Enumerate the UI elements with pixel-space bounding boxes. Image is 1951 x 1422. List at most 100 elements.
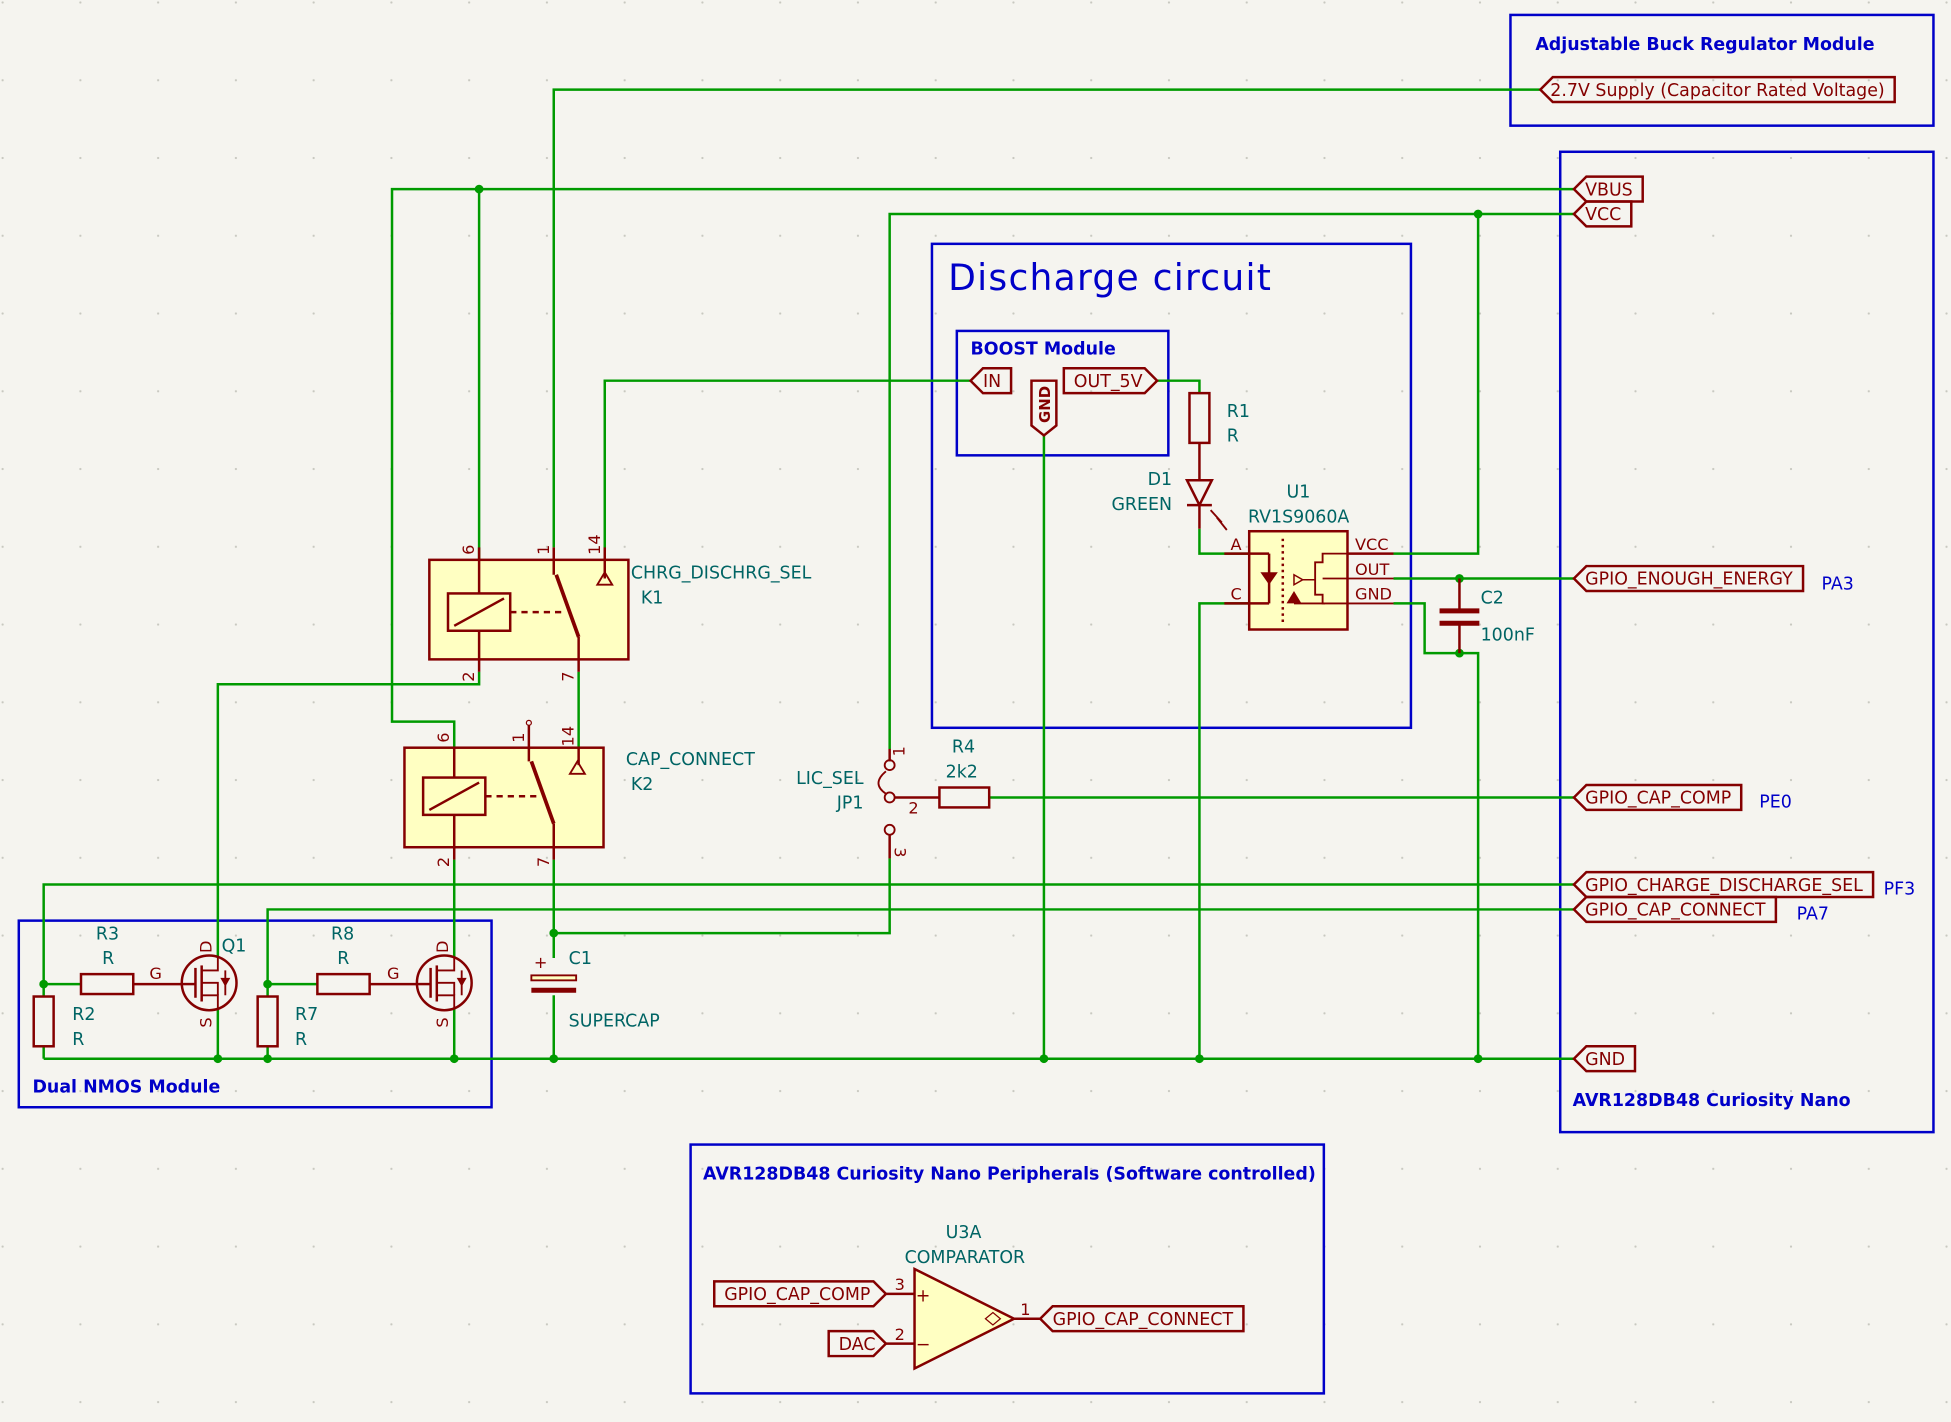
peripherals-title: AVR128DB48 Curiosity Nano Peripherals (S…: [703, 1164, 1316, 1184]
svg-text:D1: D1: [1148, 470, 1172, 490]
svg-text:COMPARATOR: COMPARATOR: [905, 1248, 1026, 1268]
led-d1[interactable]: D1 GREEN: [1111, 470, 1228, 531]
comp-label-gpio-cap-connect[interactable]: GPIO_CAP_CONNECT: [1038, 1305, 1245, 1333]
svg-text:GPIO_CAP_CONNECT: GPIO_CAP_CONNECT: [1053, 1310, 1234, 1330]
svg-text:C2: C2: [1481, 588, 1504, 608]
svg-text:A: A: [1231, 535, 1242, 554]
svg-text:3: 3: [895, 1275, 905, 1294]
svg-text:LIC_SEL: LIC_SEL: [796, 769, 864, 789]
global-label-outline: [1572, 895, 1778, 924]
svg-text:GREEN: GREEN: [1111, 495, 1172, 515]
discharge-circuit-box[interactable]: Discharge circuit: [930, 242, 1413, 730]
svg-text:14: 14: [585, 534, 604, 555]
label-vcc[interactable]: VCC: [1572, 200, 1633, 228]
svg-text:14: 14: [559, 726, 578, 747]
comp-label-dac[interactable]: DAC: [827, 1329, 888, 1358]
label-gpio-cap-comp[interactable]: GPIO_CAP_COMP: [1572, 783, 1743, 812]
label-gnd[interactable]: GND: [1572, 1045, 1637, 1073]
label-gpio-cap-connect[interactable]: GPIO_CAP_CONNECT: [1572, 895, 1778, 924]
supercap-c1[interactable]: + C1 SUPERCAP: [530, 949, 660, 1031]
label-2v7-supply[interactable]: 2.7V Supply (Capacitor Rated Voltage): [1538, 75, 1896, 104]
boost-title: BOOST Module: [971, 340, 1116, 360]
svg-text:OUT_5V: OUT_5V: [1074, 372, 1143, 392]
comp-label-gpio-cap-comp[interactable]: GPIO_CAP_COMP: [712, 1280, 888, 1308]
wires: [39, 88, 1574, 1064]
global-label-outline: [1062, 367, 1159, 395]
resistor-r1[interactable]: R1 R: [1188, 391, 1250, 481]
svg-text:D: D: [197, 941, 216, 953]
global-label-outline: [968, 367, 1013, 395]
svg-text:JP1: JP1: [836, 794, 864, 814]
pin-pf3: PF3: [1884, 880, 1916, 900]
global-label-outline: [1038, 1305, 1245, 1333]
resistor-r8[interactable]: R8 R: [316, 924, 417, 996]
optocoupler-u1[interactable]: U1 RV1S9060A A C VCC OUT GND: [1224, 483, 1394, 631]
global-label-outline: [827, 1329, 888, 1358]
svg-text:R2: R2: [72, 1005, 95, 1025]
svg-text:G: G: [387, 964, 400, 983]
svg-text:R: R: [337, 949, 349, 969]
relay-k1[interactable]: 6 1 14 2 7 CHRG_DISCHRG_SEL K1: [428, 534, 812, 682]
svg-text:IN: IN: [983, 372, 1001, 392]
svg-text:R4: R4: [952, 738, 975, 758]
svg-text:R: R: [102, 949, 114, 969]
global-label-outline: [1572, 783, 1743, 812]
svg-text:OUT: OUT: [1355, 560, 1390, 579]
label-vbus[interactable]: VBUS: [1572, 175, 1644, 203]
buck-module-title: Adjustable Buck Regulator Module: [1535, 35, 1874, 55]
svg-text:2k2: 2k2: [946, 763, 978, 783]
mosfet-q2[interactable]: G D S: [387, 941, 473, 1028]
resistor-r4[interactable]: R4 2k2: [938, 738, 991, 809]
svg-text:VBUS: VBUS: [1585, 180, 1633, 200]
label-gpio-enough-energy[interactable]: GPIO_ENOUGH_ENERGY: [1572, 564, 1805, 593]
svg-text:GPIO_CAP_COMP: GPIO_CAP_COMP: [1585, 789, 1731, 809]
svg-text:DAC: DAC: [839, 1335, 876, 1355]
nmos-module-box[interactable]: Dual NMOS Module: [17, 919, 493, 1109]
svg-text:K1: K1: [641, 588, 664, 608]
comparator-u3a[interactable]: + − 3 2 1 U3A COMPARATOR: [885, 1223, 1041, 1371]
svg-text:1: 1: [1020, 1300, 1030, 1319]
mosfet-q1[interactable]: G D S Q1: [149, 937, 246, 1028]
pin-pa3: PA3: [1821, 575, 1853, 595]
boost-pin-in[interactable]: IN: [968, 367, 1013, 395]
svg-text:1: 1: [509, 732, 528, 742]
boost-module-box[interactable]: BOOST Module: [955, 329, 1170, 457]
svg-text:CHRG_DISCHRG_SEL: CHRG_DISCHRG_SEL: [631, 564, 812, 584]
resistor-r7[interactable]: R7 R: [256, 995, 318, 1051]
svg-text:7: 7: [534, 857, 553, 867]
discharge-title: Discharge circuit: [948, 257, 1272, 299]
svg-text:S: S: [433, 1017, 452, 1027]
nmos-module-title: Dual NMOS Module: [32, 1077, 220, 1097]
svg-text:SUPERCAP: SUPERCAP: [569, 1011, 660, 1031]
global-label-outline: [1572, 564, 1805, 593]
svg-text:R7: R7: [295, 1005, 318, 1025]
resistor-r2[interactable]: R2 R: [32, 995, 96, 1051]
label-gpio-charge-discharge-sel[interactable]: GPIO_CHARGE_DISCHARGE_SEL: [1572, 870, 1875, 899]
svg-text:Q1: Q1: [222, 937, 247, 957]
nano-box[interactable]: AVR128DB48 Curiosity Nano: [1558, 150, 1935, 1134]
svg-text:GND: GND: [1585, 1050, 1625, 1070]
global-label-outline: [1572, 200, 1633, 228]
relay-k2[interactable]: 6 1 14 2 7 CAP_CONNECT K2: [403, 719, 755, 867]
svg-text:G: G: [149, 964, 162, 983]
svg-text:3: 3: [891, 847, 910, 857]
svg-text:2: 2: [895, 1325, 905, 1344]
svg-text:−: −: [916, 1335, 931, 1355]
global-label-outline: [1572, 175, 1644, 203]
jumper-jp1[interactable]: 1 2 3 LIC_SEL JP1: [796, 746, 940, 859]
svg-text:1: 1: [890, 746, 909, 756]
resistor-r3[interactable]: R3 R: [79, 924, 181, 996]
capacitor-c2[interactable]: C2 100nF: [1439, 578, 1535, 654]
svg-text:R1: R1: [1227, 402, 1250, 422]
nano-title: AVR128DB48 Curiosity Nano: [1573, 1091, 1851, 1111]
boost-pin-out-5v[interactable]: OUT_5V: [1062, 367, 1159, 395]
svg-text:R8: R8: [331, 924, 354, 944]
svg-text:S: S: [197, 1017, 216, 1027]
peripherals-box[interactable]: AVR128DB48 Curiosity Nano Peripherals (S…: [689, 1143, 1326, 1395]
svg-text:C1: C1: [569, 949, 592, 969]
svg-text:C: C: [1231, 585, 1242, 604]
buck-module-box[interactable]: Adjustable Buck Regulator Module: [1509, 13, 1935, 127]
svg-text:R3: R3: [96, 924, 119, 944]
boost-pin-gnd[interactable]: GND: [1030, 379, 1058, 438]
